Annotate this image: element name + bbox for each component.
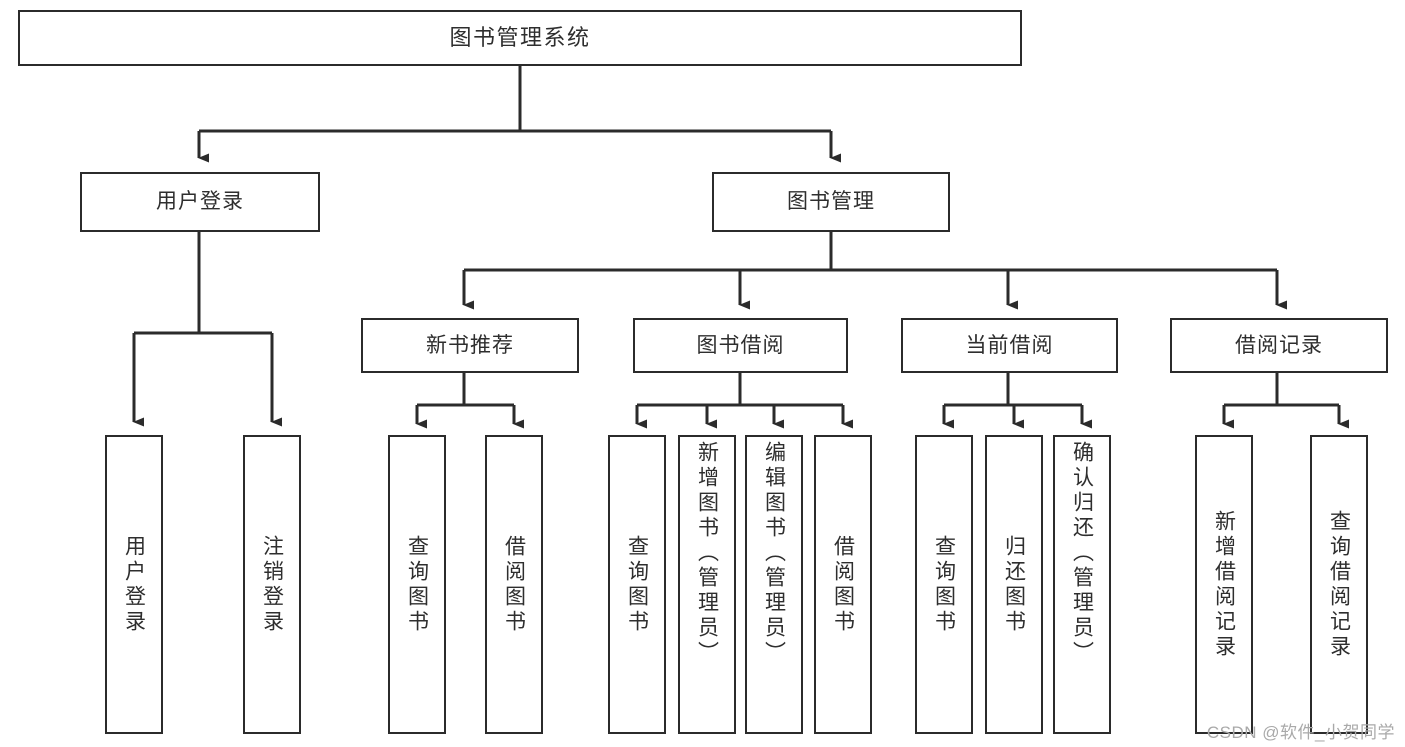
node-leaf-user-logout[interactable]: 注销登录	[243, 435, 301, 734]
node-label: 编辑图书（管理员）	[762, 441, 786, 666]
node-leaf-add-book[interactable]: 新增图书（管理员）	[678, 435, 736, 734]
node-book-borrow[interactable]: 图书借阅	[633, 318, 848, 373]
node-leaf-confirm-return[interactable]: 确认归还（管理员）	[1053, 435, 1111, 734]
node-label: 查询图书	[405, 534, 429, 635]
edges	[132, 66, 1349, 429]
node-label: 查询图书	[932, 534, 956, 635]
node-label: 图书管理	[787, 190, 875, 214]
node-leaf-query-borrow-record[interactable]: 查询借阅记录	[1310, 435, 1368, 734]
node-label: 查询图书	[625, 534, 649, 635]
node-label: 归还图书	[1002, 534, 1026, 635]
node-label: 注销登录	[260, 534, 284, 635]
node-label: 新增图书（管理员）	[695, 441, 719, 666]
node-leaf-user-login[interactable]: 用户登录	[105, 435, 163, 734]
node-leaf-edit-book[interactable]: 编辑图书（管理员）	[745, 435, 803, 734]
node-label: 新增借阅记录	[1212, 509, 1236, 660]
node-borrow-record[interactable]: 借阅记录	[1170, 318, 1388, 373]
node-label: 当前借阅	[965, 333, 1054, 357]
node-label: 用户登录	[122, 534, 146, 635]
node-leaf-add-borrow-record[interactable]: 新增借阅记录	[1195, 435, 1253, 734]
node-label: 确认归还（管理员）	[1070, 441, 1094, 666]
node-label: 借阅图书	[502, 534, 526, 635]
node-leaf-query-book-recommend[interactable]: 查询图书	[388, 435, 446, 734]
node-label: 借阅图书	[831, 534, 855, 635]
node-new-book-recommend[interactable]: 新书推荐	[361, 318, 579, 373]
node-label: 新书推荐	[426, 333, 514, 357]
node-label: 借阅记录	[1235, 333, 1323, 357]
node-leaf-borrow-book[interactable]: 借阅图书	[814, 435, 872, 734]
node-leaf-query-book-current[interactable]: 查询图书	[915, 435, 973, 734]
node-root-system[interactable]: 图书管理系统	[18, 10, 1022, 66]
node-current-borrow[interactable]: 当前借阅	[901, 318, 1118, 373]
node-user-login[interactable]: 用户登录	[80, 172, 320, 232]
node-book-manage[interactable]: 图书管理	[712, 172, 950, 232]
node-label: 图书管理系统	[449, 24, 591, 50]
node-leaf-return-book[interactable]: 归还图书	[985, 435, 1043, 734]
node-label: 查询借阅记录	[1327, 509, 1351, 660]
node-label: 图书借阅	[696, 333, 785, 357]
node-leaf-borrow-book-recommend[interactable]: 借阅图书	[485, 435, 543, 734]
node-label: 用户登录	[156, 190, 244, 214]
node-leaf-query-book-borrow[interactable]: 查询图书	[608, 435, 666, 734]
